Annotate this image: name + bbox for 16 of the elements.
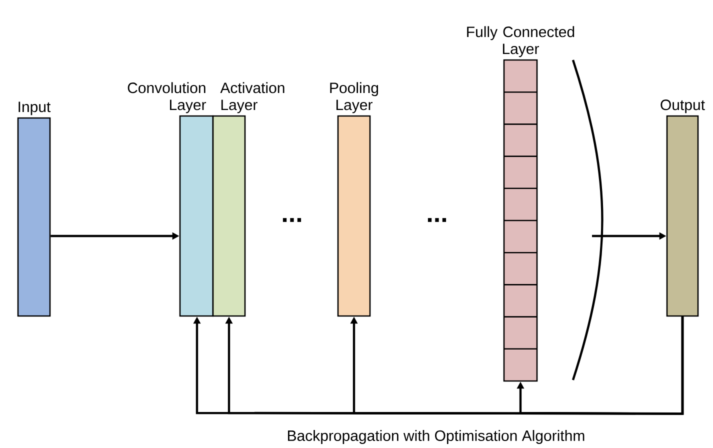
- node-label: Input: [18, 102, 51, 116]
- node-label: Activation Layer: [220, 82, 284, 114]
- layer-bar: Input: [17, 102, 51, 317]
- arrow: [516, 316, 684, 415]
- node-label: Pooling Layer: [330, 82, 378, 114]
- layer-bar: Convolution Layer: [128, 82, 214, 317]
- ellipsis: ...: [282, 218, 302, 222]
- node-label: Fully Connected Layer: [467, 26, 574, 58]
- node-label: Convolution Layer: [128, 82, 206, 114]
- layer-bar: Pooling Layer: [330, 82, 378, 317]
- caption-text: Backpropagation with Optimisation Algorithm: [288, 430, 584, 444]
- node-label: Output: [660, 100, 705, 114]
- ellipsis: ...: [428, 218, 446, 222]
- layer-bar: Activation Layer: [212, 82, 284, 317]
- layer-bar: Output: [660, 100, 705, 317]
- layer-bar: Fully Connected Layer: [467, 26, 574, 382]
